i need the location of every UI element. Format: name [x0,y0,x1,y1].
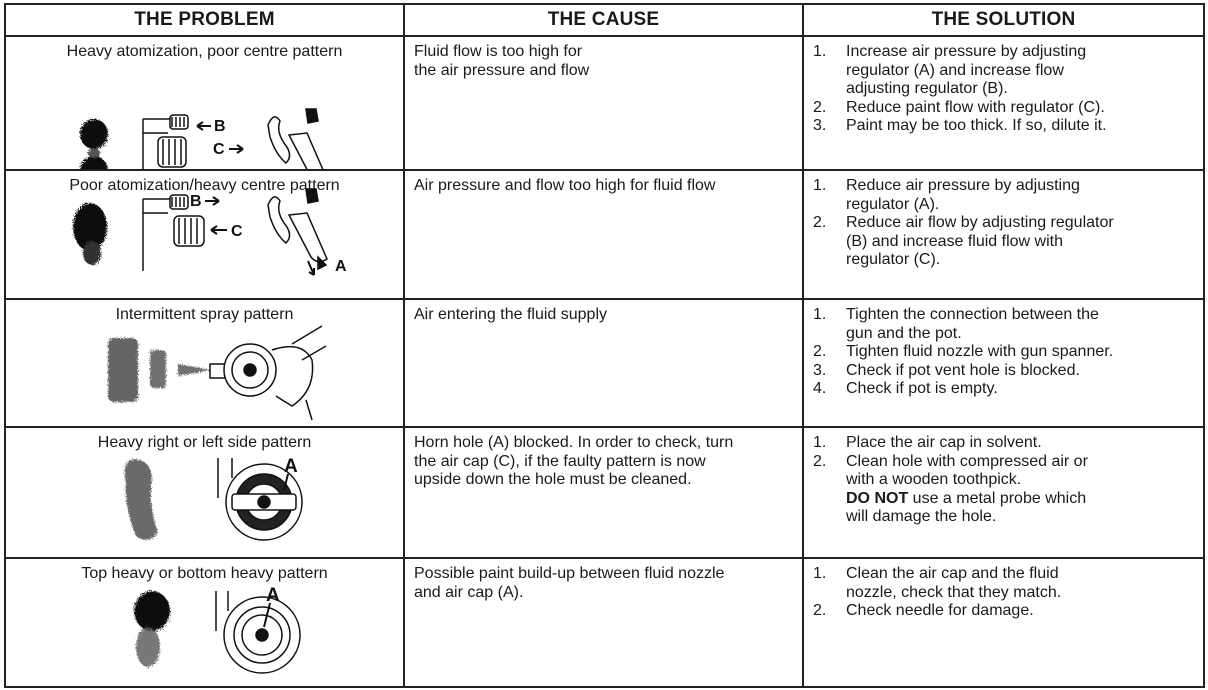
cause-text: Possible paint build-up between fluid no… [414,565,725,601]
regulator-knobs-icon [142,194,227,271]
side-heavy-pattern-icon [124,459,158,541]
header-row: THE PROBLEM THE CAUSE THE SOLUTION [4,3,1205,37]
solution-item: 1.Clean the air cap and the fluid nozzle… [813,565,1062,601]
problem-cell: Heavy atomization, poor centre pattern [4,35,405,171]
solution-cell: 1.Tighten the connection between the gun… [802,298,1205,428]
warning-text: use a metal probe which [908,489,1087,507]
label-a: A [266,585,280,606]
problem-title: Heavy right or left side pattern [97,434,312,451]
label-b: B [190,193,202,210]
solution-item: 1.Tighten the connection between the gun… [813,306,1099,342]
cause-cell: Air entering the fluid supply [403,298,804,428]
cause-cell: Horn hole (A) blocked. In order to check… [403,426,804,559]
table-row: Intermittent spray pattern Air [4,298,1205,428]
spray-pattern-illustration: A [134,585,301,674]
spray-pattern-illustration: B C A [80,108,324,169]
solution-item: 2.Clean hole with compressed air or with… [813,452,1088,489]
label-a: A [335,258,347,275]
spray-pattern-illustration: B C A [73,188,347,276]
spray-blob-icon [73,203,107,265]
header-problem: THE PROBLEM [4,3,405,37]
cause-text: Horn hole (A) blocked. In order to check… [414,434,734,488]
label-c: C [231,223,243,240]
problem-cell: Heavy right or left side pattern A [4,426,405,559]
solution-cell: 1.Reduce air pressure by adjusting regul… [802,169,1205,300]
solution-cell: 1.Increase air pressure by adjusting reg… [802,35,1205,171]
problem-title: Intermittent spray pattern [115,306,294,323]
cause-text: Fluid flow is too high for the air press… [414,43,590,79]
spray-dots-icon [80,119,108,169]
spray-gun-outline-icon [267,188,328,276]
warning-bold: DO NOT [846,489,909,507]
solution-item: 3.Check if pot vent hole is blocked. [813,361,1080,379]
cause-text: Air pressure and flow too high for fluid… [414,177,716,194]
top-heavy-pattern-icon [134,591,170,667]
solution-list: 1.Reduce air pressure by adjusting regul… [804,171,1203,270]
problem-title: Heavy atomization, poor centre pattern [66,43,343,60]
solution-cell: 1.Place the air cap in solvent. 2.Clean … [802,426,1205,559]
spray-gun-outline-icon [267,108,324,169]
air-cap-icon [217,458,303,541]
solution-item: 1.Place the air cap in solvent. [813,434,1042,451]
label-a: A [284,456,298,477]
cause-cell: Possible paint build-up between fluid no… [403,557,804,688]
label-c: C [213,141,225,158]
solution-list: 1.Clean the air cap and the fluid nozzle… [804,559,1203,621]
spray-pattern-illustration: A [124,456,303,541]
regulator-knobs-icon [142,114,244,169]
problem-cell: Top heavy or bottom heavy pattern A [4,557,405,688]
problem-title: Poor atomization/heavy centre pattern [69,177,340,194]
solution-item: 2.Reduce air flow by adjusting regulator… [813,214,1114,268]
solution-list: 1.Place the air cap in solvent. 2.Clean … [804,428,1203,490]
solution-item: 4.Check if pot is empty. [813,380,998,397]
solution-item: 2.Tighten fluid nozzle with gun spanner. [813,343,1114,360]
label-b: B [214,118,226,135]
troubleshooting-table: THE PROBLEM THE CAUSE THE SOLUTION Heavy… [4,3,1205,688]
problem-cell: Intermittent spray pattern [4,298,405,428]
problem-title: Top heavy or bottom heavy pattern [81,565,328,582]
solution-item: 1.Increase air pressure by adjusting reg… [813,43,1087,97]
problem-cell: Poor atomization/heavy centre pattern B … [4,169,405,300]
solution-cell: 1.Clean the air cap and the fluid nozzle… [802,557,1205,688]
table-row: Top heavy or bottom heavy pattern A Poss… [4,557,1205,688]
solution-item: 2.Reduce paint flow with regulator (C). [813,98,1105,116]
warning-text-line2: will damage the hole. [846,508,997,525]
cause-text: Air entering the fluid supply [414,306,607,323]
cause-cell: Air pressure and flow too high for fluid… [403,169,804,300]
solution-item: 3.Paint may be too thick. If so, dilute … [813,117,1107,134]
header-solution: THE SOLUTION [802,3,1205,37]
solution-list: 1.Tighten the connection between the gun… [804,300,1203,399]
intermittent-spray-icon [108,338,212,402]
table-row: Heavy right or left side pattern A [4,426,1205,559]
solution-item: 1.Reduce air pressure by adjusting regul… [813,177,1080,213]
solution-item: 2.Check needle for damage. [813,602,1034,619]
air-cap-icon [215,591,301,674]
spray-gun-cup-icon [209,325,327,421]
spray-pattern-illustration [108,325,327,421]
solution-list: 1.Increase air pressure by adjusting reg… [804,37,1203,136]
table-row: Poor atomization/heavy centre pattern B … [4,169,1205,300]
header-cause: THE CAUSE [403,3,804,37]
cause-cell: Fluid flow is too high for the air press… [403,35,804,171]
table-row: Heavy atomization, poor centre pattern [4,35,1205,171]
